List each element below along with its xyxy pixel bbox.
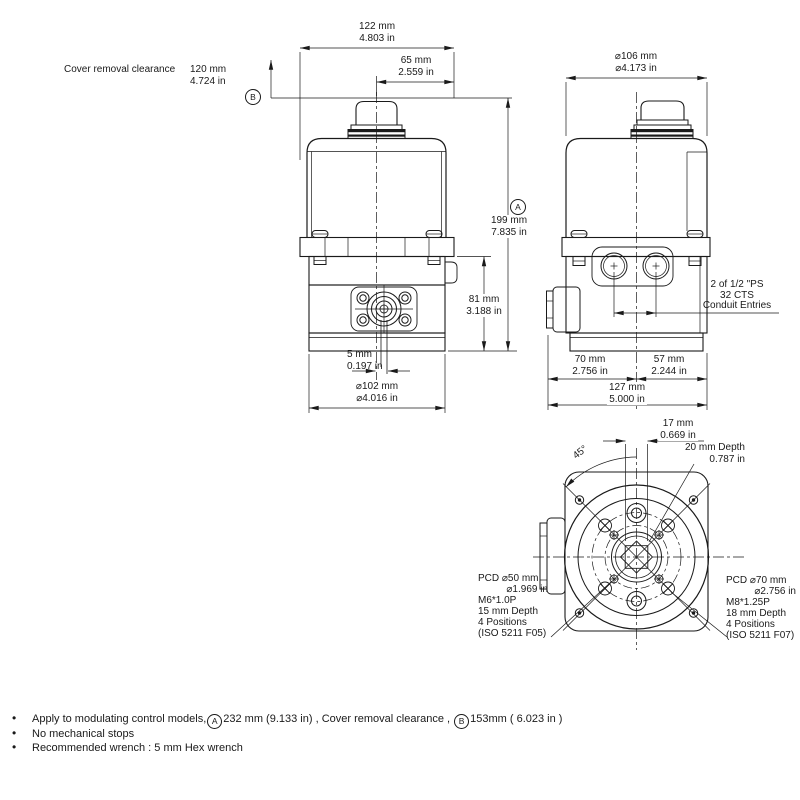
dim-81-label: 81 mm 3.188 in xyxy=(464,294,504,317)
dim-in: 4.724 in xyxy=(190,75,226,87)
dim-70-label: 70 mm 2.756 in xyxy=(570,354,610,377)
dim-mm: 199 mm xyxy=(490,215,528,226)
dim-mm: 122 mm xyxy=(358,21,396,32)
bullet-icon: • xyxy=(12,726,17,740)
dim-in: 4.803 in xyxy=(359,32,395,44)
cover-removal-value: 120 mm 4.724 in xyxy=(190,64,226,87)
note-2: • No mechanical stops xyxy=(12,726,135,740)
dim-20-depth-label: 20 mm Depth 0.787 in xyxy=(655,442,745,465)
dim-mm: 5 mm xyxy=(347,349,372,360)
dim-mm: 70 mm xyxy=(574,354,606,365)
dim-in: 0.787 in xyxy=(709,453,745,465)
bullet-icon: • xyxy=(12,740,17,754)
dim-5-label: 5 mm 0.197 in xyxy=(347,349,383,372)
dim-65-label: 65 mm 2.559 in xyxy=(396,55,436,78)
dim-199-label: 199 mm 7.835 in xyxy=(488,215,530,238)
side-view xyxy=(546,92,711,412)
cover-removal-label: Cover removal clearance xyxy=(64,64,176,75)
dim-57-label: 57 mm 2.244 in xyxy=(649,354,689,377)
dim-mm: 81 mm xyxy=(468,294,500,305)
note-3: • Recommended wrench : 5 mm Hex wrench xyxy=(12,740,243,754)
bullet-icon: • xyxy=(12,711,17,725)
dim-mm: 17 mm xyxy=(662,418,694,429)
dim-mm: 120 mm xyxy=(190,64,227,75)
front-view xyxy=(299,92,458,380)
ref-b-inline: B xyxy=(454,714,470,729)
dim-122-label: 122 mm 4.803 in xyxy=(356,21,398,44)
bottom-view xyxy=(533,448,744,650)
dim-106-label: ⌀106 mm ⌀4.173 in xyxy=(612,51,660,74)
dim-in: 2.244 in xyxy=(651,365,687,377)
dimension-lines xyxy=(268,45,779,638)
dim-mm: 20 mm Depth xyxy=(684,442,745,453)
dim-in: 2.559 in xyxy=(398,66,434,78)
ref-a-inline: A xyxy=(207,714,223,729)
dim-mm: ⌀106 mm xyxy=(614,51,658,62)
dim-in: ⌀4.173 in xyxy=(615,62,657,74)
dim-in: 7.835 in xyxy=(491,226,527,238)
dim-17-label: 17 mm 0.669 in xyxy=(658,418,698,441)
ref-a-badge: A xyxy=(510,199,526,215)
ref-b-badge: B xyxy=(245,89,261,105)
dim-102-label: ⌀102 mm ⌀4.016 in xyxy=(353,381,401,404)
dim-127-label: 127 mm 5.000 in xyxy=(606,382,648,405)
conduit-note: 2 of 1/2 "PS 32 CTS Conduit Entries xyxy=(702,279,772,311)
dim-in: 0.669 in xyxy=(660,429,696,441)
dim-mm: 65 mm xyxy=(400,55,432,66)
dim-mm: ⌀102 mm xyxy=(355,381,399,392)
dim-in: ⌀4.016 in xyxy=(356,392,398,404)
dim-in: 2.756 in xyxy=(572,365,608,377)
dim-mm: 57 mm xyxy=(653,354,685,365)
dim-mm: 127 mm xyxy=(608,382,646,393)
dim-in: 5.000 in xyxy=(609,393,645,405)
pcd50-note: PCD ⌀50 mm ⌀1.969 in M6*1.0P 15 mm Depth… xyxy=(478,573,548,639)
dim-in: 0.197 in xyxy=(347,360,383,372)
pcd70-note: PCD ⌀70 mm ⌀2.756 in M8*1.25P 18 mm Dept… xyxy=(726,575,796,641)
dim-in: 3.188 in xyxy=(466,305,502,317)
